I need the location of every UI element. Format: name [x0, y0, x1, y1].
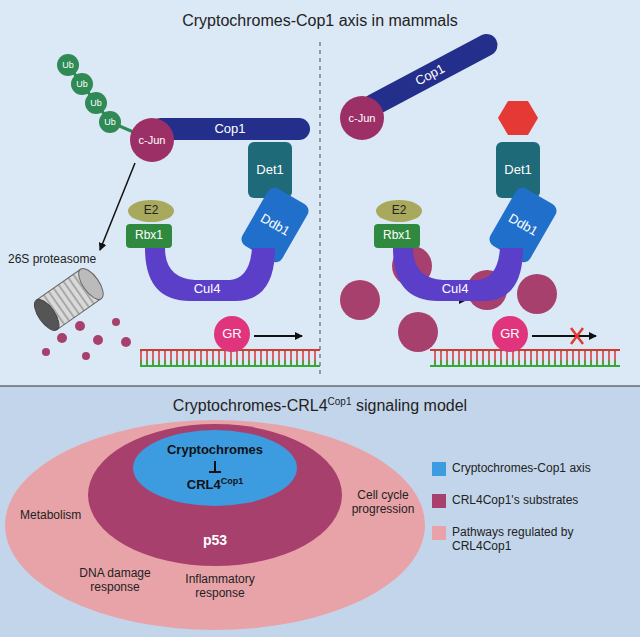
- bottom-panel: [0, 386, 640, 637]
- c-jun-circle: c-Jun: [340, 96, 384, 140]
- legend-text: CRL4Cop1's substrates: [452, 493, 634, 507]
- heading-text: signaling model: [356, 397, 467, 414]
- protein-label: Ddb1: [506, 211, 540, 239]
- pathway-label: DNA damage response: [65, 566, 165, 595]
- cop1-superscript: Cop1: [221, 476, 244, 486]
- panel-divider: [0, 385, 640, 386]
- protein-label: Ub: [104, 117, 116, 127]
- protein-label: Ub: [90, 98, 102, 108]
- dna-right: [430, 350, 620, 366]
- proteasome-label: 26S proteasome: [8, 252, 96, 266]
- e2-ellipse: E2: [128, 200, 174, 222]
- protein-label: Rbx1: [135, 229, 163, 243]
- cryptochrome-hexagon: [498, 101, 538, 135]
- legend-text: Pathways regulated by CRL4Cop1: [452, 525, 634, 554]
- legend-swatch: [432, 462, 446, 476]
- legend-swatch: [432, 526, 446, 540]
- top-panel: [0, 0, 640, 386]
- protein-label: GR: [222, 327, 242, 342]
- dna-left: [140, 350, 320, 366]
- protein-label: Cul4: [442, 282, 469, 297]
- rbx1-box: Rbx1: [374, 224, 420, 248]
- protein-label: Ub: [62, 60, 74, 70]
- c-jun-circle: c-Jun: [130, 118, 174, 162]
- protein-label: c-Jun: [349, 112, 376, 125]
- protein-label: Cop1: [214, 122, 245, 137]
- protein-label: E2: [392, 204, 407, 218]
- legend-swatch: [432, 494, 446, 508]
- ddb1-box: Ddb1: [487, 185, 560, 265]
- ub-circle: Ub: [99, 111, 121, 133]
- pathway-label: Inflammatory response: [165, 572, 275, 601]
- crl4-label: CRL4Cop1: [187, 476, 243, 493]
- pathways-ellipse: MetabolismDNA damage responseInflammator…: [5, 420, 425, 630]
- gr-circle: GR: [492, 316, 528, 352]
- substrates-ellipse: p53 CryptochromesCRL4Cop1: [88, 424, 342, 566]
- proteasome: [30, 265, 108, 335]
- protein-label: Cul4: [194, 282, 221, 297]
- protein-label: Det1: [504, 163, 531, 178]
- e2-ellipse: E2: [376, 200, 422, 222]
- ub-circle: Ub: [57, 54, 79, 76]
- peptide-fragments: [42, 318, 131, 360]
- cop1-bar: Cop1: [150, 118, 310, 140]
- inhibition-symbol: [207, 460, 223, 474]
- gr-circle: GR: [214, 316, 250, 352]
- dashed-divider: [319, 42, 320, 375]
- cryptochromes-label: Cryptochromes: [167, 443, 263, 458]
- ub-circle: Ub: [85, 92, 107, 114]
- protein-label: Rbx1: [383, 229, 411, 243]
- ddb1-box: Ddb1: [239, 185, 312, 265]
- section-heading: Cryptochromes-CRL4Cop1 signaling model: [0, 396, 640, 415]
- title: Cryptochromes-Cop1 axis in mammals: [0, 12, 640, 30]
- protein-label: Cop1: [413, 61, 447, 89]
- substrate-label: p53: [88, 532, 342, 548]
- protein-label: Ddb1: [258, 211, 292, 239]
- rbx1-box: Rbx1: [126, 224, 172, 248]
- legend-text: Cryptochromes-Cop1 axis: [452, 461, 634, 475]
- heading-superscript: Cop1: [328, 396, 352, 407]
- protein-label: E2: [144, 204, 159, 218]
- cul4-shape: Cul4: [140, 248, 280, 303]
- ub-circle: Ub: [71, 73, 93, 95]
- heading-text: Cryptochromes-CRL4: [173, 397, 328, 414]
- blocked-transcription-arrow: [532, 335, 596, 337]
- protein-label: Ub: [76, 79, 88, 89]
- protein-label: Det1: [256, 163, 283, 178]
- pathway-label: Cell cycle progression: [343, 488, 423, 517]
- crl4-text: CRL4: [187, 477, 221, 492]
- cryptochromes-ellipse: CryptochromesCRL4Cop1: [133, 430, 297, 506]
- transcription-arrow: [254, 335, 302, 337]
- protein-label: c-Jun: [139, 134, 166, 147]
- block-cross: [571, 328, 583, 344]
- cul4-shape: Cul4: [388, 248, 528, 303]
- protein-label: GR: [500, 327, 520, 342]
- pathway-label: Metabolism: [20, 508, 110, 522]
